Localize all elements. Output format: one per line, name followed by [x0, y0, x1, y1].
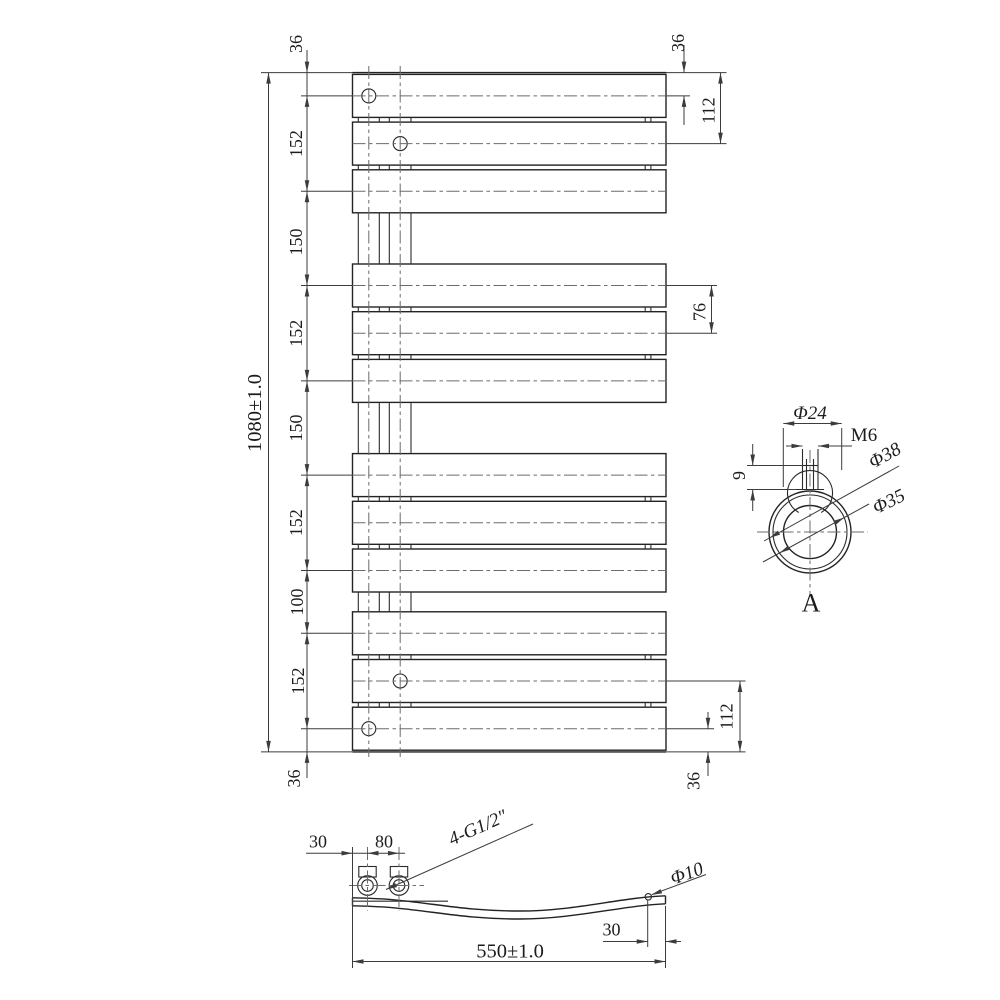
dim-chain-152-1: 152 [286, 130, 306, 157]
dim-chain-152-2: 152 [286, 320, 306, 347]
dim-chain-150-2: 150 [286, 415, 306, 442]
dimension-lines [261, 45, 900, 968]
dim-side-overall-width: 550±1.0 [476, 941, 544, 963]
dim-right-76: 76 [690, 303, 710, 321]
dim-chain-100: 100 [287, 589, 307, 616]
dim-right-112-bottom: 112 [717, 703, 737, 729]
dim-detail-9: 9 [729, 471, 749, 480]
dim-chain-36-top: 36 [286, 35, 306, 53]
dim-overall-height: 1080±1.0 [244, 374, 266, 452]
dim-right-36-top: 36 [668, 34, 688, 52]
dimension-arrows [266, 61, 845, 964]
dim-detail-m6: M6 [851, 425, 877, 446]
dim-side-80: 80 [375, 832, 393, 852]
front-view-labels: 36 152 150 152 150 152 100 152 36 1080±1… [244, 34, 737, 790]
centerlines [349, 66, 868, 911]
dim-chain-152-4: 152 [288, 668, 308, 695]
dim-right-112-top: 112 [699, 97, 719, 123]
dim-side-30-left: 30 [309, 832, 327, 852]
dim-chain-36-bottom: 36 [284, 770, 304, 788]
dim-side-30-right: 30 [603, 920, 621, 940]
dim-chain-152-3: 152 [286, 509, 306, 536]
dim-chain-150-1: 150 [286, 229, 306, 256]
dim-detail-d24: Φ24 [793, 403, 827, 424]
detail-view-label-a: A [802, 589, 821, 618]
dim-right-36-bottom: 36 [684, 772, 704, 790]
